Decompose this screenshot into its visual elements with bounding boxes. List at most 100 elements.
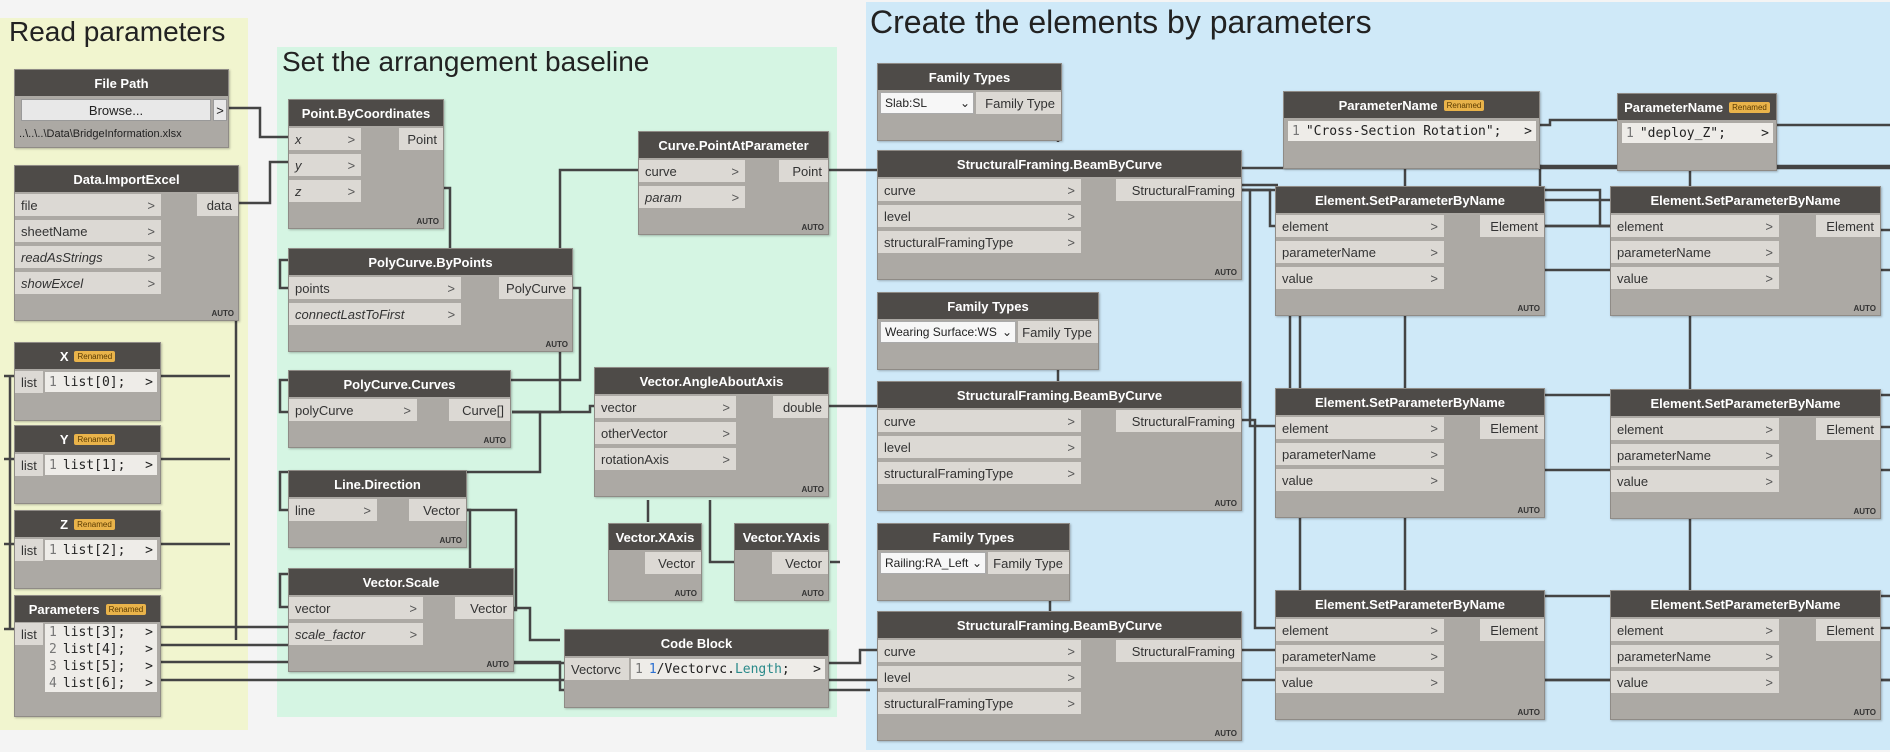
input-port-z[interactable]: z> xyxy=(289,180,361,202)
node-point-by-coordinates[interactable]: Point.ByCoordinates x> y> z> Point AUTO xyxy=(288,99,444,229)
output-port-vector[interactable]: Vector xyxy=(772,552,828,574)
node-beam-by-curve-2[interactable]: StructuralFraming.BeamByCurve curve> lev… xyxy=(877,381,1242,511)
output-port-structural-framing[interactable]: StructuralFraming xyxy=(1116,640,1241,662)
input-port-structural-framing-type[interactable]: structuralFramingType> xyxy=(878,231,1081,253)
input-port-curve[interactable]: curve> xyxy=(878,179,1081,201)
node-polycurve-by-points[interactable]: PolyCurve.ByPoints points> connectLastTo… xyxy=(288,248,573,352)
node-vector-xaxis[interactable]: Vector.XAxis Vector AUTO xyxy=(608,523,702,601)
input-port-sheetname[interactable]: sheetName> xyxy=(15,220,161,242)
input-port-points[interactable]: points> xyxy=(289,277,461,299)
output-port-element[interactable]: Element xyxy=(1816,215,1880,237)
output-port-vector[interactable]: Vector xyxy=(645,552,701,574)
output-port-family-type[interactable]: Family Type xyxy=(1018,321,1098,343)
code-editor[interactable]: 1"deploy_Z";> xyxy=(1622,123,1773,143)
input-port-vector[interactable]: vector> xyxy=(289,597,423,619)
input-port-curve[interactable]: curve> xyxy=(878,410,1081,432)
output-port-double[interactable]: double xyxy=(773,396,828,418)
input-port-element[interactable]: element> xyxy=(1276,417,1444,439)
input-port-list[interactable]: list xyxy=(15,623,43,645)
input-port-structural-framing-type[interactable]: structuralFramingType> xyxy=(878,692,1081,714)
node-file-path[interactable]: File Path Browse... > ..\..\..\Data\Brid… xyxy=(14,69,229,148)
input-port-parametername[interactable]: parameterName> xyxy=(1611,241,1779,263)
node-set-parameter-5[interactable]: Element.SetParameterByName element> para… xyxy=(1275,590,1545,720)
input-port-othervector[interactable]: otherVector> xyxy=(595,422,736,444)
output-port-structural-framing[interactable]: StructuralFraming xyxy=(1116,410,1241,432)
input-port-level[interactable]: level> xyxy=(878,666,1081,688)
input-port-element[interactable]: element> xyxy=(1611,418,1779,440)
input-port-parametername[interactable]: parameterName> xyxy=(1276,241,1444,263)
input-port-scale-factor[interactable]: scale_factor> xyxy=(289,623,423,645)
input-port-level[interactable]: level> xyxy=(878,205,1081,227)
output-port-structural-framing[interactable]: StructuralFraming xyxy=(1116,179,1241,201)
output-port-element[interactable]: Element xyxy=(1816,619,1880,641)
node-beam-by-curve-3[interactable]: StructuralFraming.BeamByCurve curve> lev… xyxy=(877,611,1242,741)
node-beam-by-curve-1[interactable]: StructuralFraming.BeamByCurve curve> lev… xyxy=(877,150,1242,280)
input-port-vectorvc[interactable]: Vectorvc xyxy=(565,658,629,680)
input-port-y[interactable]: y> xyxy=(289,154,361,176)
output-port-element[interactable]: Element xyxy=(1480,215,1544,237)
node-set-parameter-4[interactable]: Element.SetParameterByName element> para… xyxy=(1610,389,1881,519)
node-vector-scale[interactable]: Vector.Scale vector> scale_factor> Vecto… xyxy=(288,568,514,672)
input-port-polycurve[interactable]: polyCurve> xyxy=(289,399,417,421)
input-port-value[interactable]: value> xyxy=(1276,469,1444,491)
output-port-point[interactable]: Point xyxy=(399,128,443,150)
input-port-x[interactable]: x> xyxy=(289,128,361,150)
input-port-connectlasttofirst[interactable]: connectLastToFirst> xyxy=(289,303,461,325)
output-port-vector[interactable]: Vector xyxy=(409,499,466,521)
input-port-readasstrings[interactable]: readAsStrings> xyxy=(15,246,161,268)
input-port-element[interactable]: element> xyxy=(1611,619,1779,641)
node-line-direction[interactable]: Line.Direction line> Vector AUTO xyxy=(288,470,467,548)
input-port-level[interactable]: level> xyxy=(878,436,1081,458)
node-set-parameter-2[interactable]: Element.SetParameterByName element> para… xyxy=(1610,186,1881,316)
output-port-element[interactable]: Element xyxy=(1816,418,1880,440)
input-port-param[interactable]: param> xyxy=(639,186,745,208)
node-family-types-3[interactable]: Family Types Railing:RA_Left⌄ Family Typ… xyxy=(877,523,1070,601)
node-family-types-1[interactable]: Family Types Slab:SL⌄ Family Type xyxy=(877,63,1062,141)
input-port-line[interactable]: line> xyxy=(289,499,377,521)
node-family-types-2[interactable]: Family Types Wearing Surface:WS⌄ Family … xyxy=(877,292,1099,370)
output-port-data[interactable]: data xyxy=(197,194,238,216)
input-port-structural-framing-type[interactable]: structuralFramingType> xyxy=(878,462,1081,484)
output-port-vector[interactable]: Vector xyxy=(455,597,513,619)
code-editor[interactable]: 1"Cross-Section Rotation";> xyxy=(1288,121,1536,141)
input-port-element[interactable]: element> xyxy=(1276,215,1444,237)
input-port-value[interactable]: value> xyxy=(1276,267,1444,289)
node-set-parameter-6[interactable]: Element.SetParameterByName element> para… xyxy=(1610,590,1881,720)
input-port-parametername[interactable]: parameterName> xyxy=(1276,645,1444,667)
input-port-vector[interactable]: vector> xyxy=(595,396,736,418)
input-port-value[interactable]: value> xyxy=(1276,671,1444,693)
input-port-value[interactable]: value> xyxy=(1611,671,1779,693)
node-polycurve-curves[interactable]: PolyCurve.Curves polyCurve> Curve[] AUTO xyxy=(288,370,511,448)
input-port-list[interactable]: list xyxy=(15,371,43,393)
node-vector-angle-about-axis[interactable]: Vector.AngleAboutAxis vector> otherVecto… xyxy=(594,367,829,497)
browse-chevron-button[interactable]: > xyxy=(213,99,227,121)
input-port-element[interactable]: element> xyxy=(1276,619,1444,641)
input-port-parametername[interactable]: parameterName> xyxy=(1611,444,1779,466)
output-port-point[interactable]: Point xyxy=(779,160,828,182)
input-port-value[interactable]: value> xyxy=(1611,470,1779,492)
input-port-rotationaxis[interactable]: rotationAxis> xyxy=(595,448,736,470)
input-port-element[interactable]: element> xyxy=(1611,215,1779,237)
input-port-value[interactable]: value> xyxy=(1611,267,1779,289)
node-curve-point-at-parameter[interactable]: Curve.PointAtParameter curve> param> Poi… xyxy=(638,131,829,235)
input-port-curve[interactable]: curve> xyxy=(878,640,1081,662)
output-port-curves[interactable]: Curve[] xyxy=(449,399,510,421)
input-port-list[interactable]: list xyxy=(15,454,43,476)
node-set-parameter-3[interactable]: Element.SetParameterByName element> para… xyxy=(1275,388,1545,518)
input-port-curve[interactable]: curve> xyxy=(639,160,745,182)
input-port-file[interactable]: file> xyxy=(15,194,161,216)
output-port-element[interactable]: Element xyxy=(1480,417,1544,439)
